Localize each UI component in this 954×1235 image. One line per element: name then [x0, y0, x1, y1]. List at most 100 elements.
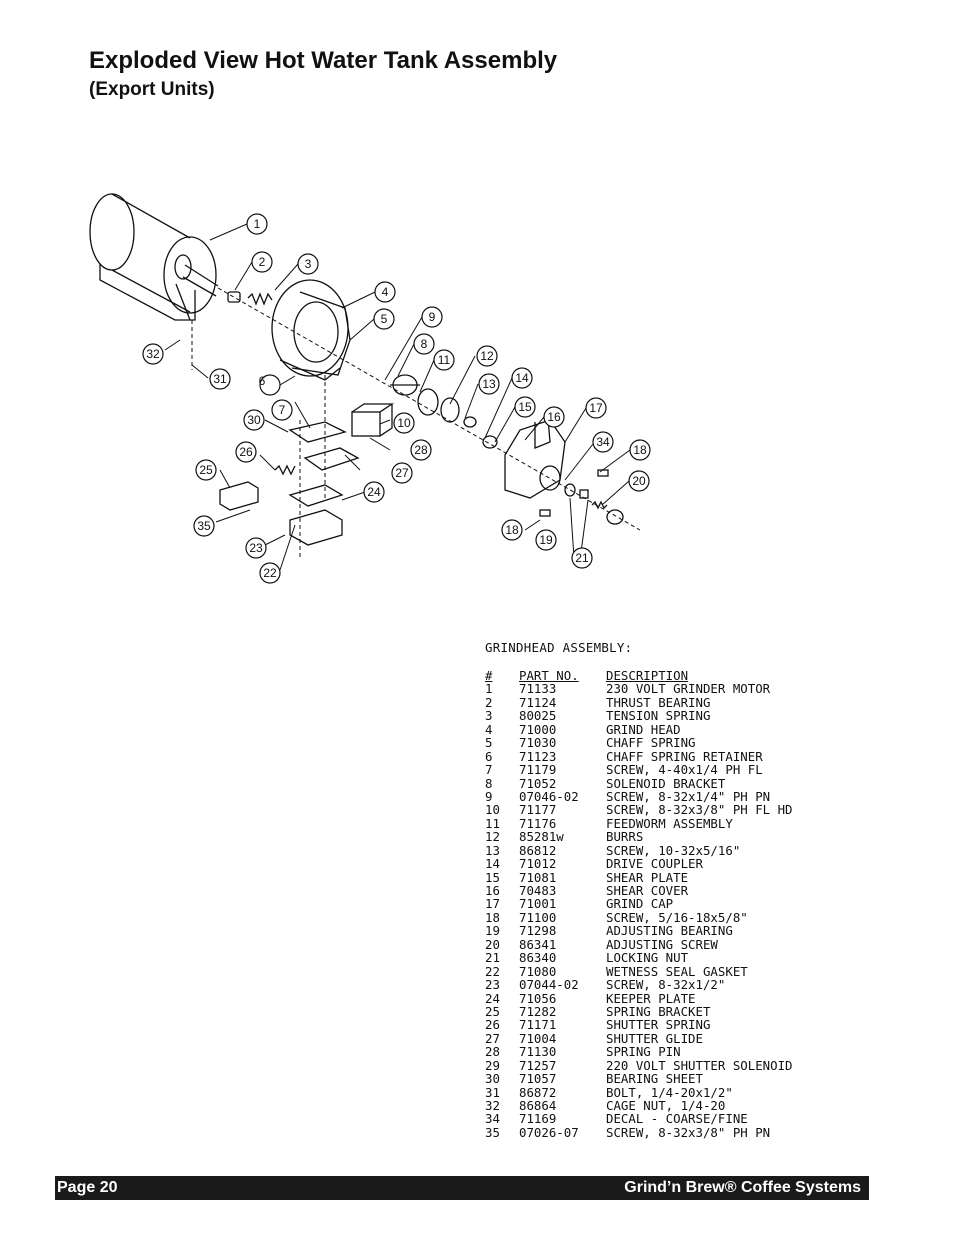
callout-13: 13: [482, 377, 496, 391]
part-number: 86341: [519, 936, 557, 952]
part-description: FEEDWORM ASSEMBLY: [606, 815, 733, 831]
part-number: 71298: [519, 923, 557, 939]
part-number: 71176: [519, 815, 557, 831]
part-number-index: 14: [485, 856, 500, 872]
callout-circles: [142, 213, 651, 584]
part-description: DRIVE COUPLER: [606, 856, 703, 872]
part-description: ADJUSTING SCREW: [606, 936, 718, 952]
part-number: 71052: [519, 775, 557, 791]
part-number: 71100: [519, 909, 557, 925]
callout-14: 14: [515, 371, 529, 385]
callout-18a: 18: [633, 443, 647, 457]
part-description: SOLENOID BRACKET: [606, 775, 726, 791]
part-number: 71133: [519, 681, 557, 697]
grinder-motor-drawing: [89, 193, 219, 321]
part-number: 71030: [519, 735, 557, 751]
part-number-index: 3: [485, 708, 493, 724]
part-description: SHUTTER GLIDE: [606, 1030, 703, 1046]
callout-23: 23: [249, 541, 263, 555]
parts-list-header-row: # PART NO. DESCRIPTION: [485, 668, 905, 683]
callout-1: 1: [254, 217, 261, 231]
column-num: #: [485, 668, 493, 683]
callout-6: 6: [259, 374, 266, 388]
parts-list-heading: GRINDHEAD ASSEMBLY:: [485, 640, 633, 655]
part-description: SCREW, 8-32x1/4" PH PN: [606, 788, 771, 804]
part-description: SCREW, 8-32x3/8" PH PN: [606, 1124, 771, 1140]
part-description: CHAFF SPRING: [606, 735, 696, 751]
part-description: SCREW, 8-32x1/2": [606, 977, 726, 993]
part-number-index: 16: [485, 883, 500, 898]
part-number: 71057: [519, 1071, 557, 1087]
callout-22: 22: [263, 566, 277, 580]
part-number-index: 13: [485, 842, 500, 858]
part-number: 70483: [519, 883, 557, 898]
part-description: ADJUSTING BEARING: [606, 923, 733, 939]
part-number: 71123: [519, 748, 557, 764]
shear-plate-drawing: [463, 416, 498, 449]
tension-spring-drawing: [247, 292, 273, 306]
part-number: 71004: [519, 1030, 557, 1046]
part-description: LOCKING NUT: [606, 950, 689, 966]
part-number-index: 6: [485, 748, 493, 764]
part-description: BURRS: [606, 829, 644, 845]
callout-31: 31: [213, 372, 227, 386]
part-description: 220 VOLT SHUTTER SOLENOID: [606, 1057, 793, 1073]
callout-21: 21: [575, 551, 589, 565]
part-number-index: 5: [485, 735, 493, 751]
callout-4: 4: [382, 285, 389, 299]
part-number: 86812: [519, 842, 557, 858]
part-number-index: 32: [485, 1098, 500, 1113]
part-number-index: 1: [485, 681, 493, 697]
exploded-view-diagram: 1 2 3 4 5 6 7 8 9 10 11 12 13 14 15 16 1…: [89, 193, 651, 584]
part-description: SCREW, 8-32x3/8" PH FL HD: [606, 802, 793, 818]
solenoid-drawing: [351, 403, 395, 437]
part-number-index: 24: [485, 990, 500, 1006]
part-number: 71124: [519, 694, 557, 710]
part-number-index: 28: [485, 1044, 500, 1060]
parts-list: GRINDHEAD ASSEMBLY: # PART NO. DESCRIPTI…: [485, 640, 905, 1139]
part-number: 71177: [519, 802, 557, 818]
part-number-index: 2: [485, 694, 493, 710]
part-number: 07044-02: [519, 977, 579, 993]
part-description: WETNESS SEAL GASKET: [606, 963, 748, 979]
part-number: 71001: [519, 896, 557, 912]
part-number-index: 26: [485, 1017, 500, 1033]
part-description: TENSION SPRING: [606, 708, 711, 724]
feedworm-drawing: [390, 374, 420, 396]
callout-28: 28: [414, 443, 428, 457]
part-number: 71257: [519, 1057, 557, 1073]
callout-15: 15: [518, 400, 532, 414]
part-description: SCREW, 4-40x1/4 PH FL: [606, 762, 763, 778]
column-desc: DESCRIPTION: [606, 668, 689, 683]
part-description: 230 VOLT GRINDER MOTOR: [606, 681, 771, 697]
callout-34: 34: [596, 435, 610, 449]
part-number-index: 15: [485, 869, 500, 885]
part-description: KEEPER PLATE: [606, 990, 696, 1006]
callout-labels: 1 2 3 4 5 6 7 8 9 10 11 12 13 14 15 16 1…: [146, 217, 647, 580]
alignment-lines: [191, 287, 641, 560]
part-number: 71179: [519, 762, 557, 778]
callout-17: 17: [589, 401, 603, 415]
part-number: 71171: [519, 1017, 557, 1033]
callout-12: 12: [480, 349, 494, 363]
part-number-index: 27: [485, 1030, 500, 1046]
table-row: 5 71030 CHAFF SPRING: [485, 735, 905, 751]
thrust-bearing-drawing: [227, 291, 241, 303]
page-subtitle: (Export Units): [89, 79, 215, 100]
callout-27: 27: [395, 466, 409, 480]
callout-3: 3: [305, 257, 312, 271]
part-number-index: 30: [485, 1071, 500, 1087]
